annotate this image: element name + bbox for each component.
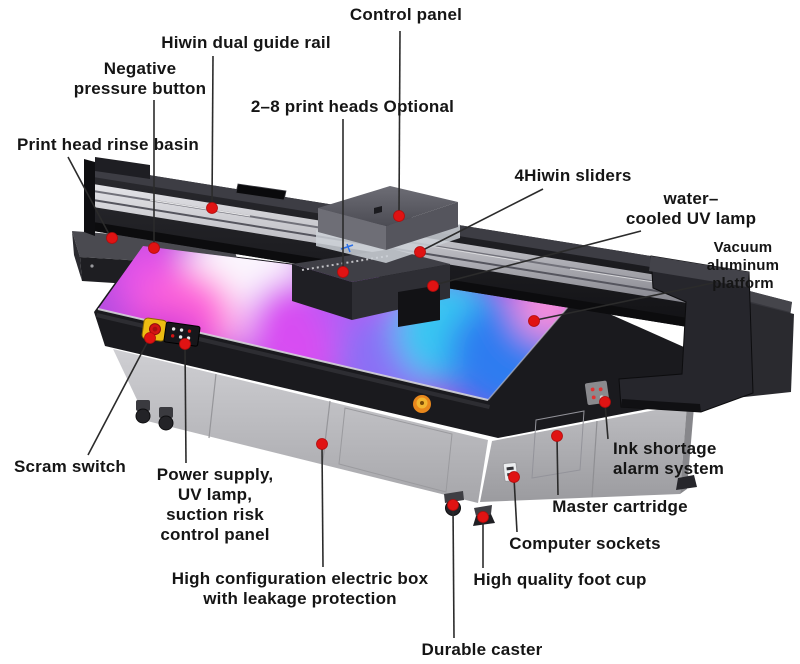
callout-sliders-text: 4Hiwin sliders bbox=[514, 166, 632, 185]
leader-uv-lamp bbox=[433, 230, 642, 286]
marker-negative-pressure bbox=[148, 242, 160, 254]
leader-power-supply bbox=[184, 344, 187, 464]
callout-hiwin-dual-guide-rail: Hiwin dual guide rail bbox=[148, 33, 344, 53]
marker-foot-cup bbox=[477, 511, 489, 523]
callout-four-hiwin-sliders: 4Hiwin sliders bbox=[503, 166, 643, 186]
callout-print-heads-text: 2–8 print heads Optional bbox=[250, 97, 455, 116]
beam-top-slot bbox=[235, 183, 287, 201]
marker-durable-caster bbox=[447, 499, 459, 511]
left-casters bbox=[135, 400, 174, 431]
callout-scram-switch: Scram switch bbox=[4, 457, 136, 477]
marker-computer-sockets bbox=[508, 471, 520, 483]
marker-scram-switch bbox=[144, 332, 156, 344]
callout-foot-cup: High quality foot cup bbox=[458, 570, 662, 590]
callout-sockets-text: Computer sockets bbox=[509, 534, 661, 553]
marker-control-panel bbox=[393, 210, 405, 222]
leader-vacuum-platform bbox=[535, 282, 714, 321]
leader-control-panel bbox=[398, 30, 401, 216]
marker-ink-shortage bbox=[599, 396, 611, 408]
leader-electric-box bbox=[321, 444, 324, 568]
lid-glyph bbox=[374, 206, 382, 214]
marker-vacuum-platform bbox=[528, 315, 540, 327]
cartridge-door-seam bbox=[531, 410, 585, 479]
marker-master-cartridge bbox=[551, 430, 563, 442]
marker-dots bbox=[106, 202, 611, 523]
callout-master-cartridge: Master cartridge bbox=[536, 497, 704, 517]
callout-cartridge-text: Master cartridge bbox=[552, 497, 688, 516]
marker-hiwin-rail bbox=[206, 202, 218, 214]
callout-print-head-rinse-basin: Print head rinse basin bbox=[6, 135, 210, 155]
callout-rinse-basin-text: Print head rinse basin bbox=[16, 135, 199, 154]
callout-electric-box: High configuration electric box with lea… bbox=[171, 569, 429, 608]
leader-hiwin-rail bbox=[211, 55, 214, 209]
callout-durable-caster: Durable caster bbox=[410, 640, 554, 660]
brand-emblem bbox=[413, 395, 431, 413]
callout-caster-text: Durable caster bbox=[421, 640, 543, 659]
printer-machine bbox=[72, 157, 794, 526]
leader-scram-switch bbox=[87, 338, 150, 456]
leader-master-cartridge bbox=[556, 436, 559, 496]
callout-negative-pressure-button: Negative pressure button bbox=[73, 59, 207, 98]
callout-computer-sockets: Computer sockets bbox=[496, 534, 674, 554]
callout-control-panel: Control panel bbox=[338, 5, 474, 25]
callout-ink-shortage-alarm: Ink shortage alarm system bbox=[613, 439, 725, 478]
marker-sliders bbox=[414, 246, 426, 258]
leader-durable-caster bbox=[452, 505, 455, 639]
leader-ink-shortage bbox=[604, 402, 609, 440]
carriage-lid bbox=[318, 186, 458, 226]
print-head-carriage bbox=[292, 186, 460, 327]
marker-power-supply bbox=[179, 338, 191, 350]
print-head-unit bbox=[398, 285, 440, 327]
callout-vacuum-aluminum-platform: Vacuum aluminum platform bbox=[706, 239, 780, 292]
callout-hiwin-rail-text: Hiwin dual guide rail bbox=[161, 33, 331, 52]
marker-uv-lamp bbox=[427, 280, 439, 292]
callout-print-heads-optional: 2–8 print heads Optional bbox=[230, 97, 475, 117]
leader-rinse-basin bbox=[67, 156, 111, 237]
beam-end-bracket bbox=[618, 255, 754, 413]
cabinet-front-panel bbox=[113, 349, 488, 503]
marker-print-heads bbox=[337, 266, 349, 278]
leader-computer-sockets bbox=[513, 477, 518, 533]
callout-scram-text: Scram switch bbox=[13, 457, 126, 476]
right-foot bbox=[676, 475, 697, 490]
callout-control-panel-text: Control panel bbox=[349, 5, 463, 24]
callout-annotations bbox=[67, 30, 714, 639]
callout-foot-cup-text: High quality foot cup bbox=[473, 570, 647, 589]
callout-water-cooled-uv-lamp: water– cooled UV lamp bbox=[625, 189, 757, 228]
leader-sliders bbox=[420, 188, 544, 252]
callout-power-supply-panel: Power supply, UV lamp, suction risk cont… bbox=[156, 465, 274, 544]
marker-electric-box bbox=[316, 438, 328, 450]
marker-rinse-basin bbox=[106, 232, 118, 244]
